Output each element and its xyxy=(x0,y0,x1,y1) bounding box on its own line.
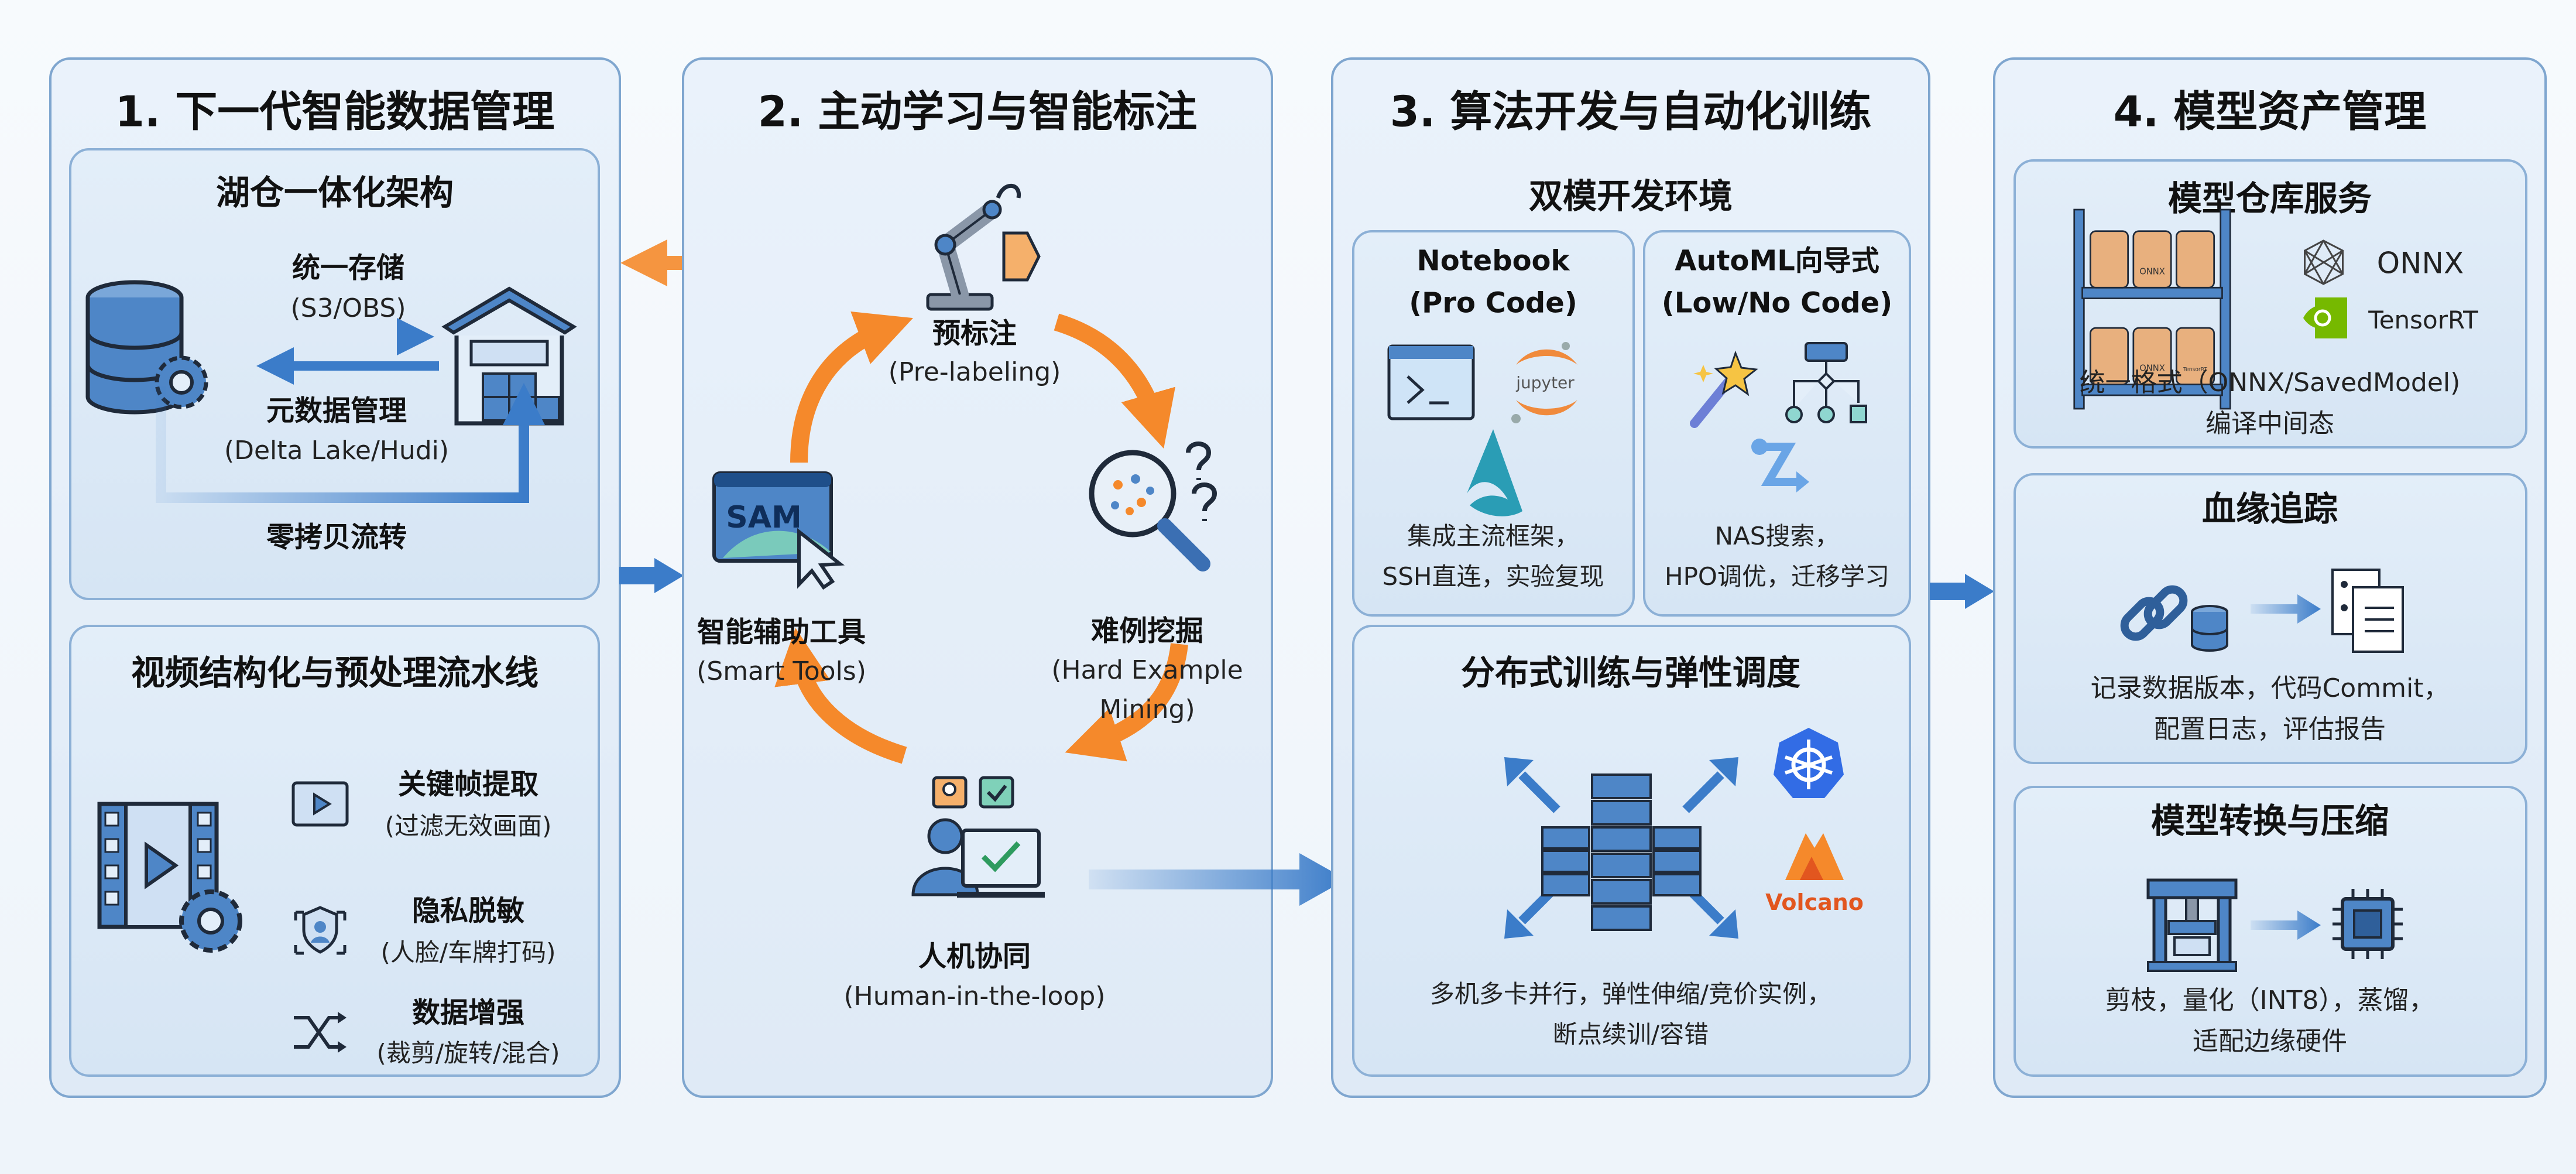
terminal-icon xyxy=(1387,344,1475,423)
notebook-desc-2: SSH直连，实验复现 xyxy=(1382,562,1604,591)
model-convert-desc-1: 剪枝，量化（INT8），蒸馏， xyxy=(2105,985,2435,1015)
keyframe-label: 关键帧提取 xyxy=(397,768,539,801)
volcano-label: Volcano xyxy=(1765,889,1864,916)
storage-arrow-right xyxy=(252,318,439,385)
nvidia-icon xyxy=(2300,297,2347,341)
cycle-arrows xyxy=(774,311,1188,764)
box-label-onnx-2: ONNX xyxy=(2139,364,2165,374)
panel-title: 3. 算法开发与自动化训练 xyxy=(1390,87,1872,136)
model-repo-title: 模型仓库服务 xyxy=(2167,179,2372,219)
film-gear-icon xyxy=(94,798,246,959)
panel-title: 2. 主动学习与智能标注 xyxy=(757,87,1198,136)
storage-label: 统一存储 xyxy=(291,251,405,285)
model-convert-desc-2: 适配边缘硬件 xyxy=(2193,1026,2347,1056)
distributed-desc-1: 多机多卡并行，弹性伸缩/竞价实例， xyxy=(1429,979,1832,1008)
box-label-onnx: ONNX xyxy=(2139,266,2165,276)
shelf-boxes-icon: ONNX ONNX TensorRT xyxy=(2064,208,2240,411)
augment-label: 数据增强 xyxy=(411,996,525,1029)
database-icon xyxy=(2189,605,2230,654)
flow-arrow-1-2 xyxy=(619,558,684,593)
prelabel-label: 预标注 xyxy=(932,317,1017,350)
flowchart-icon xyxy=(1782,341,1870,432)
metadata-detail: (Delta Lake/Hudi) xyxy=(224,435,450,466)
sam-cursor-icon: SAM xyxy=(711,470,852,590)
automl-title: AutoML向导式 xyxy=(1675,244,1879,278)
hard-example-detail: (Hard Example xyxy=(1051,655,1243,685)
automl-subtitle: (Low/No Code) xyxy=(1661,286,1893,320)
distributed-title: 分布式训练与弹性调度 xyxy=(1460,653,1801,693)
notebook-title: Notebook xyxy=(1416,244,1570,278)
model-repo-desc-1: 统一格式（ONNX/SavedModel) xyxy=(2079,367,2461,398)
lineage-desc-1: 记录数据版本，代码Commit， xyxy=(2090,673,2450,703)
notebook-desc-1: 集成主流框架， xyxy=(1407,521,1580,550)
distributed-desc-2: 断点续训/容错 xyxy=(1552,1019,1709,1049)
privacy-detail: (人脸/车牌打码) xyxy=(380,937,556,967)
shield-face-icon xyxy=(291,901,349,961)
model-repo-box xyxy=(2014,159,2527,449)
panel-title: 4. 模型资产管理 xyxy=(2113,87,2427,136)
flow-arrow-2-3 xyxy=(1089,853,1346,906)
transfer-arrow-icon xyxy=(1745,435,1809,519)
onnx-label: ONNX xyxy=(2376,246,2464,280)
smart-tools-detail: (Smart Tools) xyxy=(697,656,866,686)
metadata-label: 元数据管理 xyxy=(266,394,407,427)
human-computer-icon xyxy=(904,776,1045,909)
tensorrt-label: TensorRT xyxy=(2368,305,2478,334)
dual-env-title: 双模开发环境 xyxy=(1528,176,1733,217)
chip-icon xyxy=(2330,886,2406,964)
framework-logo-icon xyxy=(1461,429,1525,525)
video-frame-icon xyxy=(291,781,349,830)
onnx-icon xyxy=(2302,239,2346,288)
lineage-box xyxy=(2014,473,2527,764)
database-gear-icon xyxy=(82,280,211,423)
automl-desc-1: NAS搜索， xyxy=(1714,521,1840,550)
hard-example-detail-2: Mining) xyxy=(1099,694,1195,724)
augment-detail: (裁剪/旋转/混合) xyxy=(376,1038,560,1067)
magnifier-question-icon xyxy=(1077,438,1217,581)
lineage-desc-2: 配置日志，评估报告 xyxy=(2154,714,2386,744)
storage-detail: (S3/OBS) xyxy=(290,293,406,323)
sam-badge: SAM xyxy=(726,500,801,535)
hard-example-label: 难例挖掘 xyxy=(1090,614,1204,648)
magic-wand-icon xyxy=(1686,341,1762,432)
privacy-label: 隐私脱敏 xyxy=(411,894,525,927)
flow-arrow-3-4 xyxy=(1930,574,1994,609)
document-icon xyxy=(2330,567,2406,657)
shuffle-icon xyxy=(291,1009,349,1058)
kubernetes-icon xyxy=(1771,725,1847,803)
chain-link-icon xyxy=(2116,576,2192,654)
model-repo-desc-2: 编译中间态 xyxy=(2205,408,2334,439)
human-loop-label: 人机协同 xyxy=(918,940,1031,973)
lakehouse-title: 湖仓一体化架构 xyxy=(215,173,454,213)
panel-title: 1. 下一代智能数据管理 xyxy=(115,87,555,136)
zero-copy-label: 零拷贝流转 xyxy=(266,521,407,554)
compress-arrow xyxy=(2251,911,2321,940)
jupyter-logo-text: jupyter xyxy=(1515,373,1575,392)
notebook-subtitle: (Pro Code) xyxy=(1409,286,1577,320)
human-loop-detail: (Human-in-the-loop) xyxy=(843,981,1106,1011)
box-label-tensorrt: TensorRT xyxy=(2183,367,2207,373)
press-icon xyxy=(2142,874,2242,976)
video-pipeline-title: 视频结构化与预处理流水线 xyxy=(131,653,539,693)
zero-copy-arrow xyxy=(156,383,545,503)
prelabel-detail: (Pre-labeling) xyxy=(888,357,1061,387)
lineage-arrow xyxy=(2251,594,2321,624)
server-cluster-icon xyxy=(1498,751,1744,947)
notebook-box xyxy=(1352,230,1635,617)
keyframe-detail: (过滤无效画面) xyxy=(385,811,552,840)
volcano-icon xyxy=(1779,824,1850,885)
model-convert-box xyxy=(2014,786,2527,1077)
robot-arm-tag-icon xyxy=(904,174,1045,317)
automl-desc-2: HPO调优，迁移学习 xyxy=(1665,562,1889,591)
smart-tools-label: 智能辅助工具 xyxy=(697,615,866,649)
lineage-title: 血缘追踪 xyxy=(2201,489,2338,529)
model-convert-title: 模型转换与压缩 xyxy=(2150,801,2389,841)
jupyter-icon: jupyter xyxy=(1507,341,1583,426)
